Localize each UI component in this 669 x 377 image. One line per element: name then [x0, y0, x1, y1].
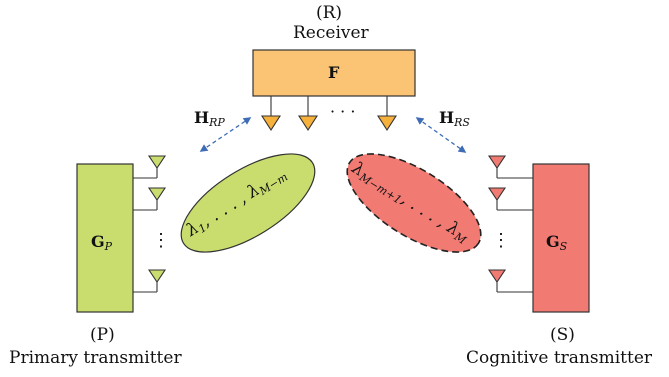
receiver-antenna-dots: · · ·	[330, 102, 356, 121]
cognitive-matrix-symbol: G	[546, 232, 560, 251]
cognitive-antennas	[487, 155, 533, 293]
hrs-label: HRS	[439, 108, 470, 129]
receiver-name: Receiver	[293, 23, 369, 43]
receiver-tag: (R)	[316, 3, 343, 23]
hrp-subscript: RP	[209, 116, 225, 129]
hrp-symbol: H	[194, 108, 210, 127]
primary-box	[76, 163, 134, 313]
hrs-symbol: H	[439, 108, 455, 127]
cognitive-name: Cognitive transmitter	[466, 348, 653, 368]
hrp-label: HRP	[194, 108, 225, 129]
cognitive-tag: (S)	[550, 325, 575, 345]
receiver-matrix: F	[328, 63, 340, 82]
cognitive-eigen-ellipse	[346, 153, 482, 253]
cognitive-matrix: GS	[546, 232, 568, 253]
primary-tag: (P)	[90, 325, 115, 345]
cognitive-box	[532, 163, 590, 313]
hrp-arrow	[199, 117, 252, 152]
primary-vdots: ⋮	[152, 230, 170, 251]
primary-matrix-subscript: P	[104, 240, 113, 253]
cognitive-vdots: ⋮	[492, 230, 510, 251]
primary-matrix-symbol: G	[91, 232, 105, 251]
primary-antennas	[133, 155, 167, 293]
primary-matrix: GP	[91, 232, 113, 253]
hrs-subscript: RS	[454, 116, 470, 129]
primary-name: Primary transmitter	[9, 348, 182, 368]
hrs-arrow	[415, 117, 467, 153]
cognitive-matrix-subscript: S	[559, 240, 568, 253]
receiver-antennas	[260, 96, 398, 132]
primary-eigen-ellipse	[180, 153, 316, 253]
receiver-box	[252, 49, 416, 97]
